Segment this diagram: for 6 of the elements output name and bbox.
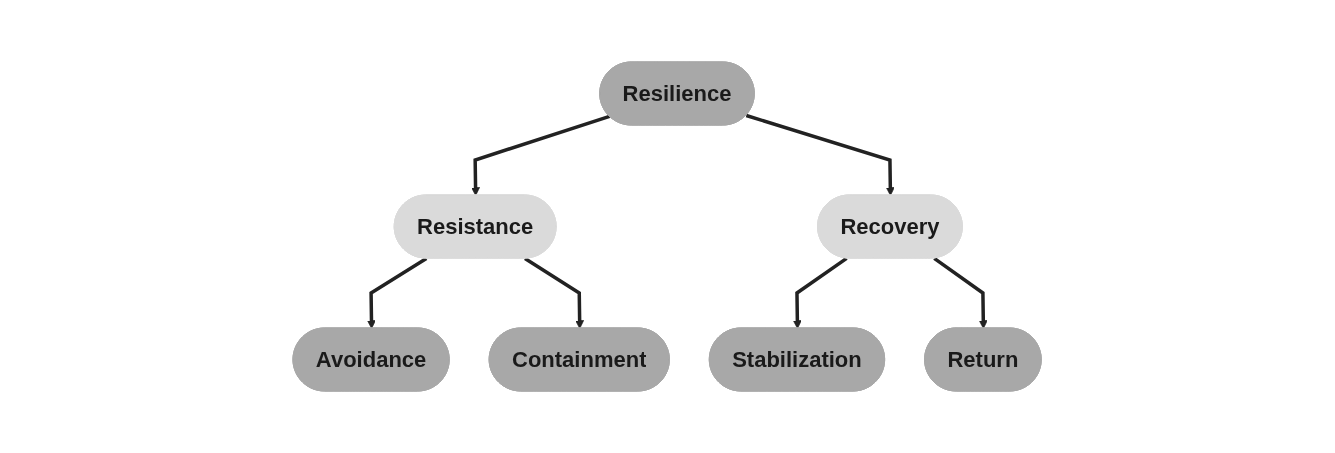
arrow — [367, 257, 428, 329]
arrow — [746, 113, 896, 196]
arrow — [524, 257, 585, 329]
arrow — [471, 114, 611, 196]
arrow — [793, 256, 848, 329]
arrow — [933, 256, 989, 329]
